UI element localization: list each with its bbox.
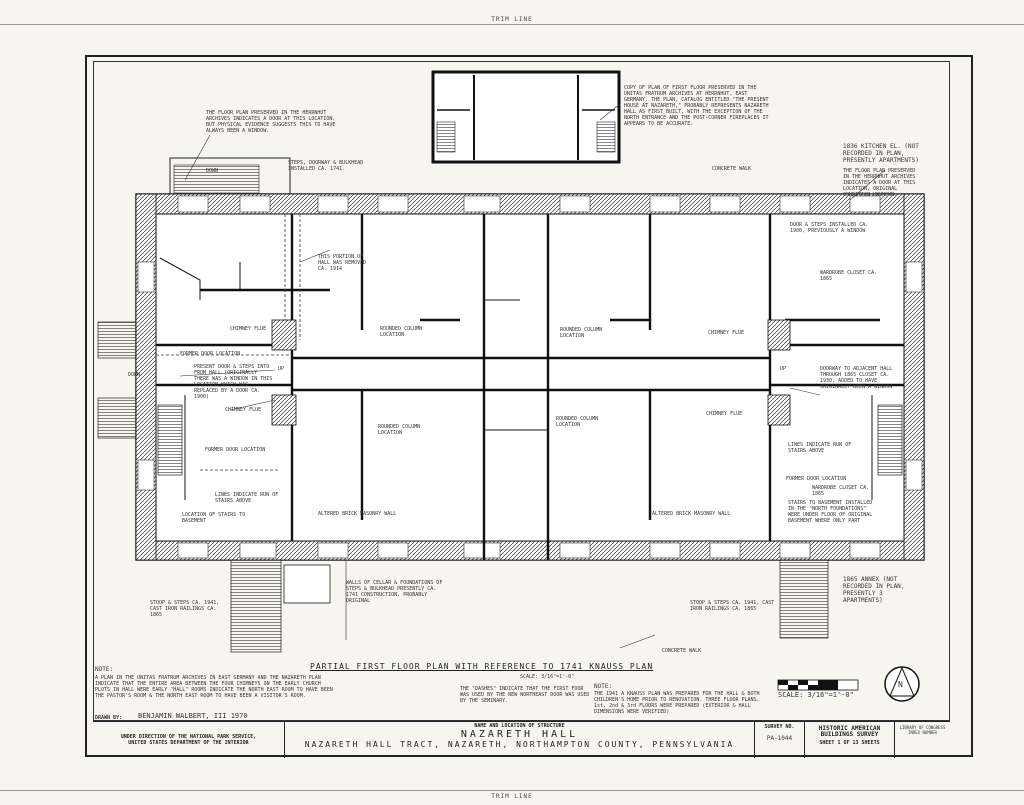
habs-line-2: BUILDINGS SURVEY	[820, 731, 879, 738]
label-concrete-walk-bottom: CONCRETE WALK	[662, 648, 702, 654]
label-wardrobe-closet-2: WARDROBE CLOSET CA. 1865	[812, 485, 873, 497]
label-brick-wall-1: ALTERED BRICK MASONRY WALL	[318, 511, 397, 517]
note-stairs-basement: LOCATION OF STAIRS TO BASEMENT	[182, 512, 249, 524]
title-block: UNDER DIRECTION OF THE NATIONAL PARK SER…	[93, 721, 950, 758]
library-line-2: INDEX NUMBER	[908, 730, 937, 735]
note-left-title: NOTE:	[95, 666, 114, 673]
label-down-left: DOWN	[128, 372, 141, 378]
drawn-by-label: DRAWN BY:	[95, 715, 123, 721]
drawing-caption: PARTIAL FIRST FLOOR PLAN WITH REFERENCE …	[310, 662, 654, 671]
note-kitchen-1836: 1836 KITCHEN EL. (NOT RECORDED IN PLAN, …	[843, 143, 923, 164]
note-left-text: A PLAN IN THE UNITAS FRATRUM ARCHIVES IN…	[95, 675, 336, 699]
structure-cell: NAME AND LOCATION OF STRUCTURE NAZARETH …	[285, 722, 755, 758]
drawn-by-name: BENJAMIN WALBERT, III 1970	[138, 712, 248, 720]
label-chimney-flue-4: CHIMNEY FLUE	[706, 411, 743, 417]
note-door-steps-1900: DOOR & STEPS INSTALLED CA. 1900, PREVIOU…	[790, 222, 872, 234]
note-steps-1941: STOOP & STEPS CA. 1941, CAST IRON RAILIN…	[150, 600, 223, 618]
agency-line-2: UNITED STATES DEPARTMENT OF THE INTERIOR	[128, 740, 249, 746]
note-steps-1741: STEPS, DOORWAY & BULKHEAD INSTALLED CA. …	[288, 160, 367, 172]
note-doorway-right: DOORWAY TO ADJACENT HALL THROUGH 1865 CL…	[820, 366, 896, 390]
label-up-left: UP	[278, 366, 285, 372]
habs-line-1: HISTORIC AMERICAN	[818, 725, 881, 732]
survey-number: PA-1044	[766, 735, 793, 742]
note-stairs-run: LINES INDICATE RUN OF STAIRS ABOVE	[215, 492, 282, 504]
trim-line-top	[0, 24, 1024, 25]
north-arrow-icon	[884, 666, 920, 702]
label-former-door-2: FORMER DOOR LOCATION	[205, 447, 266, 453]
drawing-frame	[93, 61, 950, 721]
north-arrow-letter: N	[898, 680, 903, 689]
trim-line-bottom	[0, 790, 1024, 791]
trim-line-top-label: TRIM LINE	[491, 16, 533, 23]
label-down-top: DOWN	[206, 168, 219, 174]
note-walls-cellar: WALLS OF CELLAR & FOUNDATIONS OF STEPS &…	[346, 580, 446, 604]
note-annex-1865: 1865 ANNEX (NOT RECORDED IN PLAN, PRESEN…	[843, 576, 909, 604]
label-rounded-column-3: ROUNDED COLUMN LOCATION	[378, 424, 424, 436]
label-chimney-flue-1: CHIMNEY FLUE	[230, 326, 267, 332]
label-rounded-column-2: ROUNDED COLUMN LOCATION	[560, 327, 606, 339]
label-concrete-walk-top: CONCRETE WALK	[712, 166, 752, 172]
drawing-caption-scale: SCALE: 3/16"=1'-0"	[520, 674, 575, 680]
label-chimney-flue-3: CHIMNEY FLUE	[708, 330, 745, 336]
label-brick-wall-2: ALTERED BRICK MASONRY WALL	[652, 511, 731, 517]
label-former-door-3: FORMER DOOR LOCATION	[786, 476, 847, 482]
name-location-label: NAME AND LOCATION OF STRUCTURE	[474, 723, 565, 729]
label-hall-portion: THIS PORTION OF HALL WAS REMOVED CA. 191…	[318, 254, 370, 272]
structure-name: NAZARETH HALL	[460, 729, 579, 740]
note-copy-of-plan: COPY OF PLAN OF FIRST FLOOR PRESERVED IN…	[624, 85, 772, 127]
library-cell: LIBRARY OF CONGRESS INDEX NUMBER	[895, 722, 950, 758]
library-line-1: LIBRARY OF CONGRESS	[899, 725, 946, 730]
note-floor-plan-right: THE FLOOR PLAN PRESERVED IN THE HERRNHUT…	[843, 168, 919, 198]
note-lines-stairs-right: LINES INDICATE RUN OF STAIRS ABOVE	[788, 442, 855, 454]
agency-line-1: UNDER DIRECTION OF THE NATIONAL PARK SER…	[120, 734, 257, 740]
sheet-border	[85, 55, 973, 757]
survey-cell: SURVEY NO. PA-1044	[755, 722, 805, 758]
label-former-door-1: FORMER DOOR LOCATION	[180, 351, 241, 357]
note-stoop-right: STOOP & STEPS CA. 1941, CAST IRON RAILIN…	[690, 600, 778, 612]
note-stairs-basement-right: STAIRS TO BASEMENT INSTALLED IN THE "NOR…	[788, 500, 873, 524]
sheet-number: SHEET 1 OF 13 SHEETS	[819, 740, 880, 746]
note-floor-plan-ref: THE FLOOR PLAN PRESERVED IN THE HERRNHUT…	[206, 110, 339, 134]
agency-cell: UNDER DIRECTION OF THE NATIONAL PARK SER…	[93, 722, 285, 758]
survey-label: SURVEY NO.	[764, 724, 795, 730]
structure-location: NAZARETH HALL TRACT, NAZARETH, NORTHAMPT…	[304, 740, 735, 749]
note-right-title: NOTE:	[594, 683, 613, 690]
habs-cell: HISTORIC AMERICAN BUILDINGS SURVEY SHEET…	[805, 722, 895, 758]
herrnhut-copy-plan	[431, 70, 621, 164]
note-present-door: PRESENT DOOR & STEPS INTO FROM HALL (ORI…	[194, 364, 276, 400]
note-dashes: THE "DASHES" INDICATE THAT THE FIRST FOO…	[460, 686, 593, 704]
trim-line-bottom-label: TRIM LINE	[491, 793, 533, 800]
note-right-text: THE 1941 A KNAUSS PLAN WAS PREPARED FOR …	[594, 691, 763, 715]
label-rounded-column-1: ROUNDED COLUMN LOCATION	[380, 326, 426, 338]
interior-walls	[156, 214, 904, 560]
label-chimney-flue-2: CHIMNEY FLUE	[225, 407, 262, 413]
label-up-right: UP	[780, 366, 787, 372]
label-rounded-column-4: ROUNDED COLUMN LOCATION	[556, 416, 602, 428]
scale-label: SCALE: 3/16"=1'-0"	[778, 691, 854, 699]
label-wardrobe-closet-1: WARDROBE CLOSET CA. 1865	[820, 270, 881, 282]
scale-bar	[777, 679, 859, 691]
